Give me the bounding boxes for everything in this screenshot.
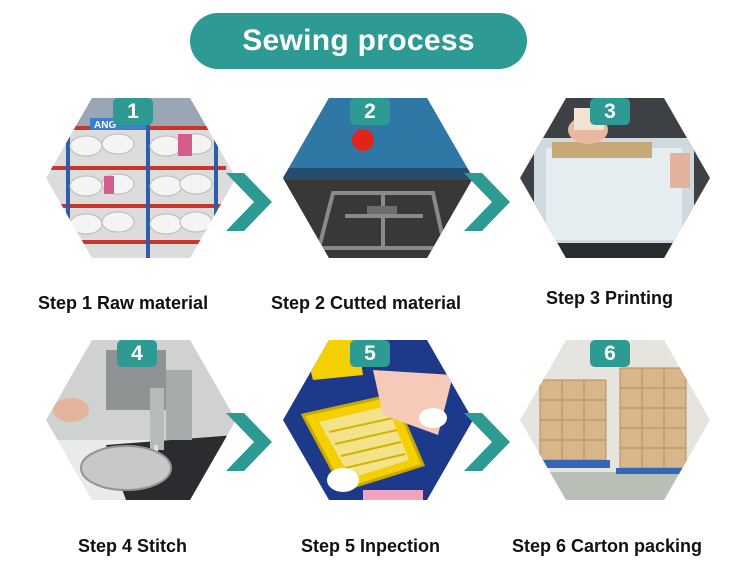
step-1-caption: Step 1 Raw material	[38, 293, 209, 313]
page-title: Sewing process	[242, 24, 475, 57]
step-3-badge: 3	[590, 98, 630, 125]
step-4-photo	[46, 340, 236, 500]
chevron-right-icon	[226, 173, 272, 231]
step-1: ANG 1 Step 1 Raw material	[38, 98, 236, 323]
step-6-photo	[520, 340, 710, 500]
step-2-caption: Step 2 Cutted material	[271, 293, 462, 313]
chevron-right-icon	[226, 413, 272, 471]
step-3: 3 Step 3 Printing	[520, 98, 710, 323]
step-1-badge: 1	[113, 98, 153, 125]
step-6-caption: Step 6 Carton packing	[512, 536, 703, 556]
step-2: 2 Step 2 Cutted material	[271, 98, 473, 323]
step-4-caption: Step 4 Stitch	[78, 536, 188, 556]
step-2-badge: 2	[350, 98, 390, 125]
step-3-photo	[520, 98, 710, 258]
step-6-badge: 6	[590, 340, 630, 367]
step-4: 4 Step 4 Stitch	[46, 340, 236, 565]
chevron-right-icon	[464, 173, 510, 231]
step-5: 5 Step 5 Inpection	[283, 340, 473, 565]
step-5-caption: Step 5 Inpection	[301, 536, 441, 556]
step-4-badge: 4	[117, 340, 157, 367]
title-banner: Sewing process	[190, 13, 527, 69]
chevron-right-icon	[464, 413, 510, 471]
step-3-caption: Step 3 Printing	[546, 288, 674, 308]
step-5-badge: 5	[350, 340, 390, 367]
warehouse-sign-text: ANG	[94, 120, 116, 131]
step-6: 6 Step 6 Carton packing	[512, 340, 710, 565]
